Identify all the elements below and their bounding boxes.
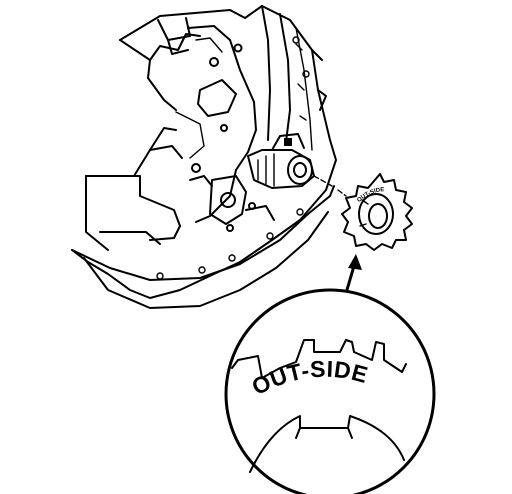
shaft-centerline [313,175,347,197]
detail-magnifier: OUT-SIDE [224,288,436,494]
crankshaft-sprocket: OUT-SIDE [341,173,413,251]
engine-block [71,5,337,309]
